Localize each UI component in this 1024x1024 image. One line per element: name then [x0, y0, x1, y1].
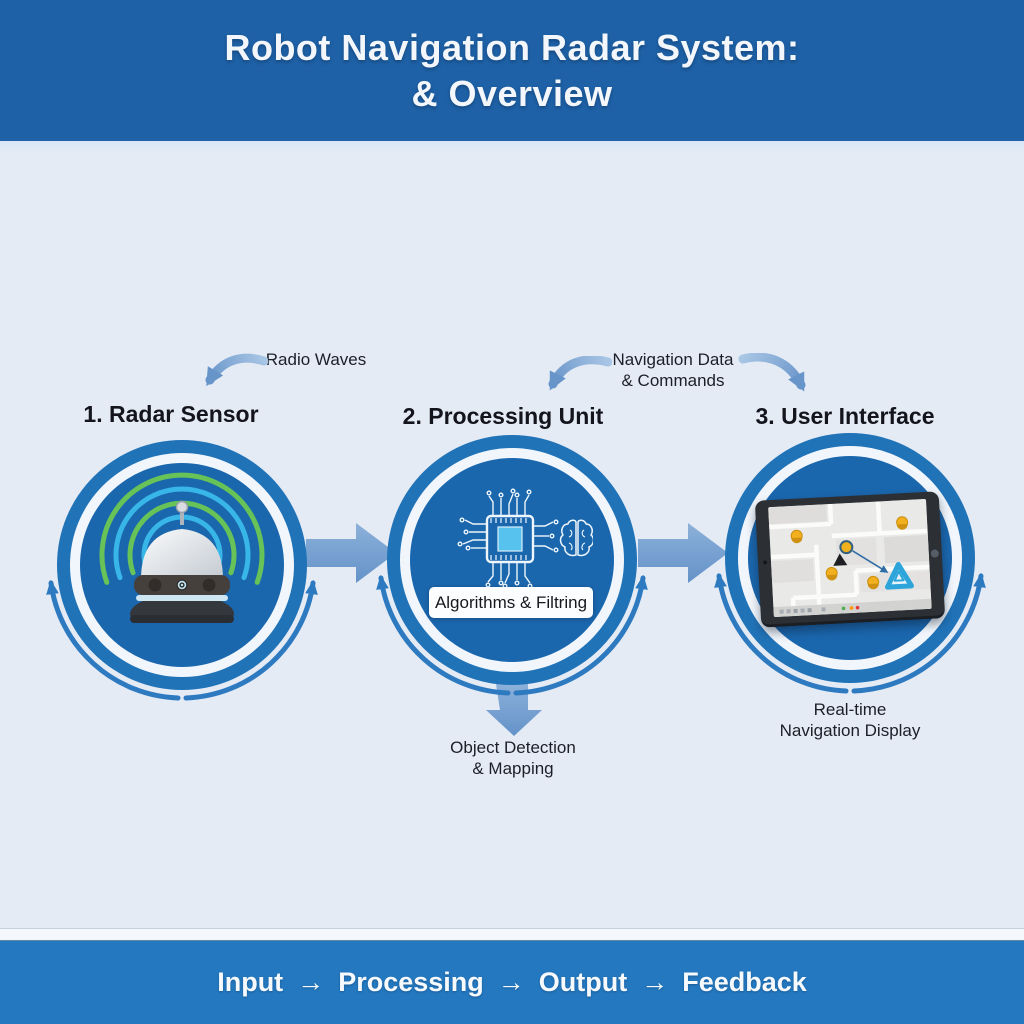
radio-waves-label: Radio Waves: [265, 350, 367, 369]
block-arrow-processing-to-ui-icon: [638, 523, 728, 583]
block-arrow-down-icon: [486, 684, 542, 736]
map-marker-icon: [790, 516, 909, 590]
tablet-camera-icon: [930, 549, 940, 558]
stage-circle-processing: [387, 435, 637, 685]
page-title-line1: Robot Navigation Radar System:: [224, 27, 800, 69]
rotation-arrows-radar-icon: [46, 579, 318, 701]
rotation-arrows-ui-icon: [714, 572, 986, 694]
footer-divider: [0, 928, 1024, 942]
realtime-display-label: Real-time Navigation Display: [779, 700, 921, 740]
algorithms-badge: Algorithms & Filtring: [429, 587, 593, 618]
route-line-icon: [852, 550, 889, 573]
block-arrow-radar-to-processing-icon: [306, 523, 396, 583]
banner-fade: [0, 141, 1024, 153]
page-title-line2: & Overview: [411, 72, 613, 114]
flow-arrow-icon: →: [297, 967, 325, 997]
tablet-side-dot: [762, 560, 768, 565]
brain-icon: [559, 519, 593, 557]
navigation-map-icon: [768, 498, 932, 618]
cpu-chip-icon: [457, 488, 593, 589]
radar-robot-icon: [99, 472, 265, 623]
stage-heading-ui: 3. User Interface: [755, 403, 935, 429]
curved-arrow-nav-right-icon: [738, 353, 806, 392]
flow-step-feedback: Feedback: [682, 967, 807, 997]
robot-position-icon: [839, 540, 854, 555]
stage-heading-radar: 1. Radar Sensor: [83, 401, 259, 427]
process-flow: Input → Processing → Output → Feedback: [217, 967, 807, 998]
heading-triangle-icon: [833, 553, 848, 566]
flow-arrow-icon: →: [497, 967, 525, 997]
curved-arrow-nav-left-icon: [548, 356, 612, 391]
flow-banner: Input → Processing → Output → Feedback: [0, 941, 1024, 1024]
object-detection-label: Object Detection & Mapping: [450, 738, 576, 778]
flow-arrow-icon: →: [641, 967, 669, 997]
stage-heading-processing: 2. Processing Unit: [402, 403, 604, 429]
tablet-screen: [768, 498, 932, 618]
flow-step-input: Input: [217, 967, 284, 997]
tablet-icon: [754, 491, 946, 628]
rotation-arrows-processing-icon: [376, 574, 648, 696]
flow-step-processing: Processing: [338, 967, 484, 997]
curved-arrow-radio-waves-icon: [205, 353, 268, 387]
navigation-data-label: Navigation Data & Commands: [612, 350, 734, 390]
destination-marker-icon: [884, 561, 914, 590]
flow-step-output: Output: [538, 967, 628, 997]
title-banner: Robot Navigation Radar System: & Overvie…: [0, 0, 1024, 141]
